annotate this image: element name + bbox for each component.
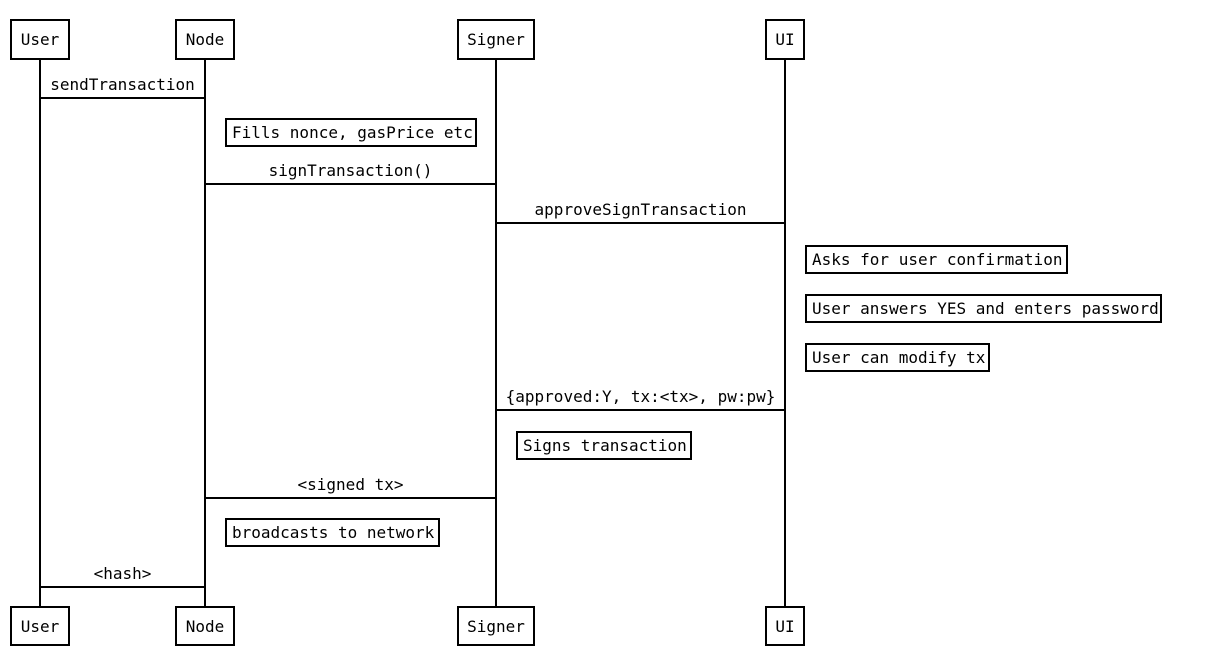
message-label-3: approveSignTransaction xyxy=(533,200,748,219)
actor-box-user-bottom: User xyxy=(10,606,70,646)
message-line-1 xyxy=(40,97,205,99)
note-box-1: Fills nonce, gasPrice etc xyxy=(225,118,477,147)
note-box-2: Asks for user confirmation xyxy=(805,245,1068,274)
message-label-2: signTransaction() xyxy=(267,161,434,180)
message-label-1: sendTransaction xyxy=(49,75,196,94)
actor-box-signer-top: Signer xyxy=(457,19,535,60)
note-box-3: User answers YES and enters password xyxy=(805,294,1162,323)
note-box-6: broadcasts to network xyxy=(225,518,440,547)
actor-box-user-top: User xyxy=(10,19,70,60)
actor-box-ui-bottom: UI xyxy=(765,606,805,646)
actor-box-node-bottom: Node xyxy=(175,606,235,646)
message-line-5 xyxy=(205,497,496,499)
message-line-6 xyxy=(40,586,205,588)
message-line-2 xyxy=(205,183,496,185)
note-box-4: User can modify tx xyxy=(805,343,990,372)
actor-box-signer-bottom: Signer xyxy=(457,606,535,646)
message-line-4 xyxy=(496,409,785,411)
note-box-5: Signs transaction xyxy=(516,431,692,460)
message-label-5: <signed tx> xyxy=(296,475,405,494)
actor-box-ui-top: UI xyxy=(765,19,805,60)
lifeline-node xyxy=(204,58,206,608)
actor-box-node-top: Node xyxy=(175,19,235,60)
message-label-6: <hash> xyxy=(92,564,153,583)
lifeline-signer xyxy=(495,58,497,608)
message-line-3 xyxy=(496,222,785,224)
message-label-4: {approved:Y, tx:<tx>, pw:pw} xyxy=(504,387,777,406)
lifeline-user xyxy=(39,58,41,608)
lifeline-ui xyxy=(784,58,786,608)
